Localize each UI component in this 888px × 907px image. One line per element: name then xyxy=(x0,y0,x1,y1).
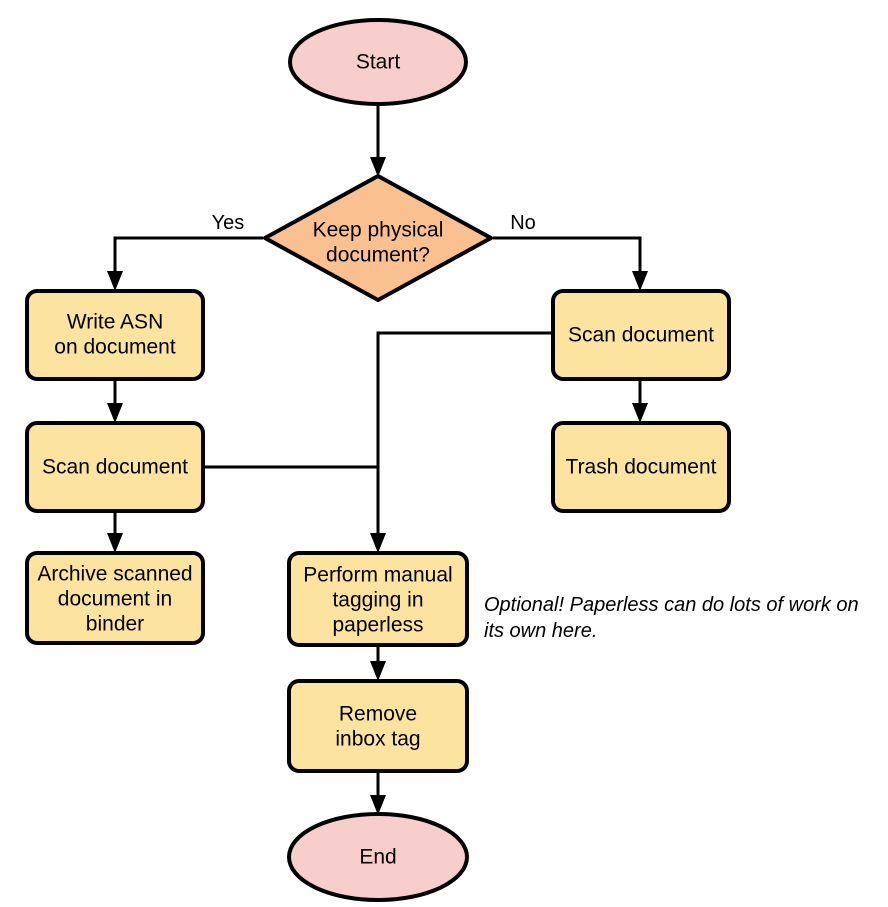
node-remove-inbox-tag[interactable]: Remove inbox tag xyxy=(287,679,469,773)
scan-document-left-rect[interactable] xyxy=(25,421,205,513)
manual-tagging-rect[interactable] xyxy=(287,551,469,647)
node-archive-label-line1: Archive scanned xyxy=(37,563,192,586)
scan-document-right-rect[interactable] xyxy=(551,289,731,381)
node-archive-label-line2: document in xyxy=(58,588,172,611)
edge-write-asn-to-scan-left xyxy=(107,379,123,423)
decision-diamond[interactable] xyxy=(263,174,493,302)
node-write-asn-label-line2: on document xyxy=(54,336,176,359)
node-archive-label-line3: binder xyxy=(86,613,144,636)
arrow-head-icon xyxy=(632,271,648,291)
arrow-head-icon xyxy=(107,403,123,423)
node-remove-inbox-label-line2: inbox tag xyxy=(335,728,420,751)
arrow-head-icon xyxy=(632,403,648,423)
edge-manual-tagging-to-remove-inbox xyxy=(370,645,386,681)
node-scan-document-right-label: Scan document xyxy=(568,324,714,347)
edge-label-no: No xyxy=(510,212,536,234)
node-remove-inbox-label-line1: Remove xyxy=(339,703,417,726)
node-manual-tagging-label-line2: tagging in xyxy=(332,589,423,612)
edge-scan-right-to-trash xyxy=(632,379,648,423)
node-start-label: Start xyxy=(356,51,401,74)
optional-note-line1: Optional! Paperless can do lots of work … xyxy=(484,594,859,616)
arrow-head-icon xyxy=(370,533,386,553)
arrow-head-icon xyxy=(370,661,386,681)
node-end[interactable]: End xyxy=(287,812,469,902)
optional-note-line2: its own here. xyxy=(484,620,597,642)
node-perform-manual-tagging[interactable]: Perform manual tagging in paperless xyxy=(287,551,469,647)
edge-scan-right-to-merge xyxy=(370,331,553,553)
node-decision-label-line2: document? xyxy=(326,244,430,267)
remove-inbox-tag-rect[interactable] xyxy=(287,679,469,773)
arrow-head-icon xyxy=(107,533,123,553)
node-start[interactable]: Start xyxy=(288,18,468,106)
node-manual-tagging-label-line1: Perform manual xyxy=(303,564,452,587)
trash-document-rect[interactable] xyxy=(551,421,731,513)
annotation-optional-note: Optional! Paperless can do lots of work … xyxy=(484,594,859,642)
node-write-asn[interactable]: Write ASN on document xyxy=(25,289,205,381)
node-trash-document[interactable]: Trash document xyxy=(551,421,731,513)
node-end-label: End xyxy=(359,846,396,869)
node-trash-document-label: Trash document xyxy=(566,456,717,479)
edge-decision-yes-to-write-asn xyxy=(107,236,263,291)
end-ellipse[interactable] xyxy=(287,812,469,902)
edge-line xyxy=(376,331,553,541)
node-archive-scanned-document[interactable]: Archive scanned document in binder xyxy=(25,551,205,645)
node-manual-tagging-label-line3: paperless xyxy=(332,614,423,637)
node-write-asn-label-line1: Write ASN xyxy=(67,311,163,334)
arrow-head-icon xyxy=(370,795,386,815)
write-asn-rect[interactable] xyxy=(25,289,205,381)
node-scan-document-right[interactable]: Scan document xyxy=(551,289,731,381)
edge-label-yes: Yes xyxy=(212,212,245,234)
edge-decision-no-to-scan-right xyxy=(493,236,648,291)
edge-scan-left-to-archive xyxy=(107,511,123,553)
edge-line xyxy=(113,236,263,279)
node-scan-document-left-label: Scan document xyxy=(42,456,188,479)
start-ellipse[interactable] xyxy=(288,18,468,106)
archive-rect[interactable] xyxy=(25,551,205,645)
node-scan-document-left[interactable]: Scan document xyxy=(25,421,205,513)
arrow-head-icon xyxy=(107,271,123,291)
node-decision-keep-physical-document[interactable]: Keep physical document? xyxy=(263,174,493,302)
edge-line xyxy=(493,236,642,279)
edge-start-to-decision xyxy=(370,105,386,177)
edge-remove-inbox-to-end xyxy=(370,771,386,815)
arrow-head-icon xyxy=(370,157,386,177)
node-decision-label-line1: Keep physical xyxy=(313,219,444,242)
